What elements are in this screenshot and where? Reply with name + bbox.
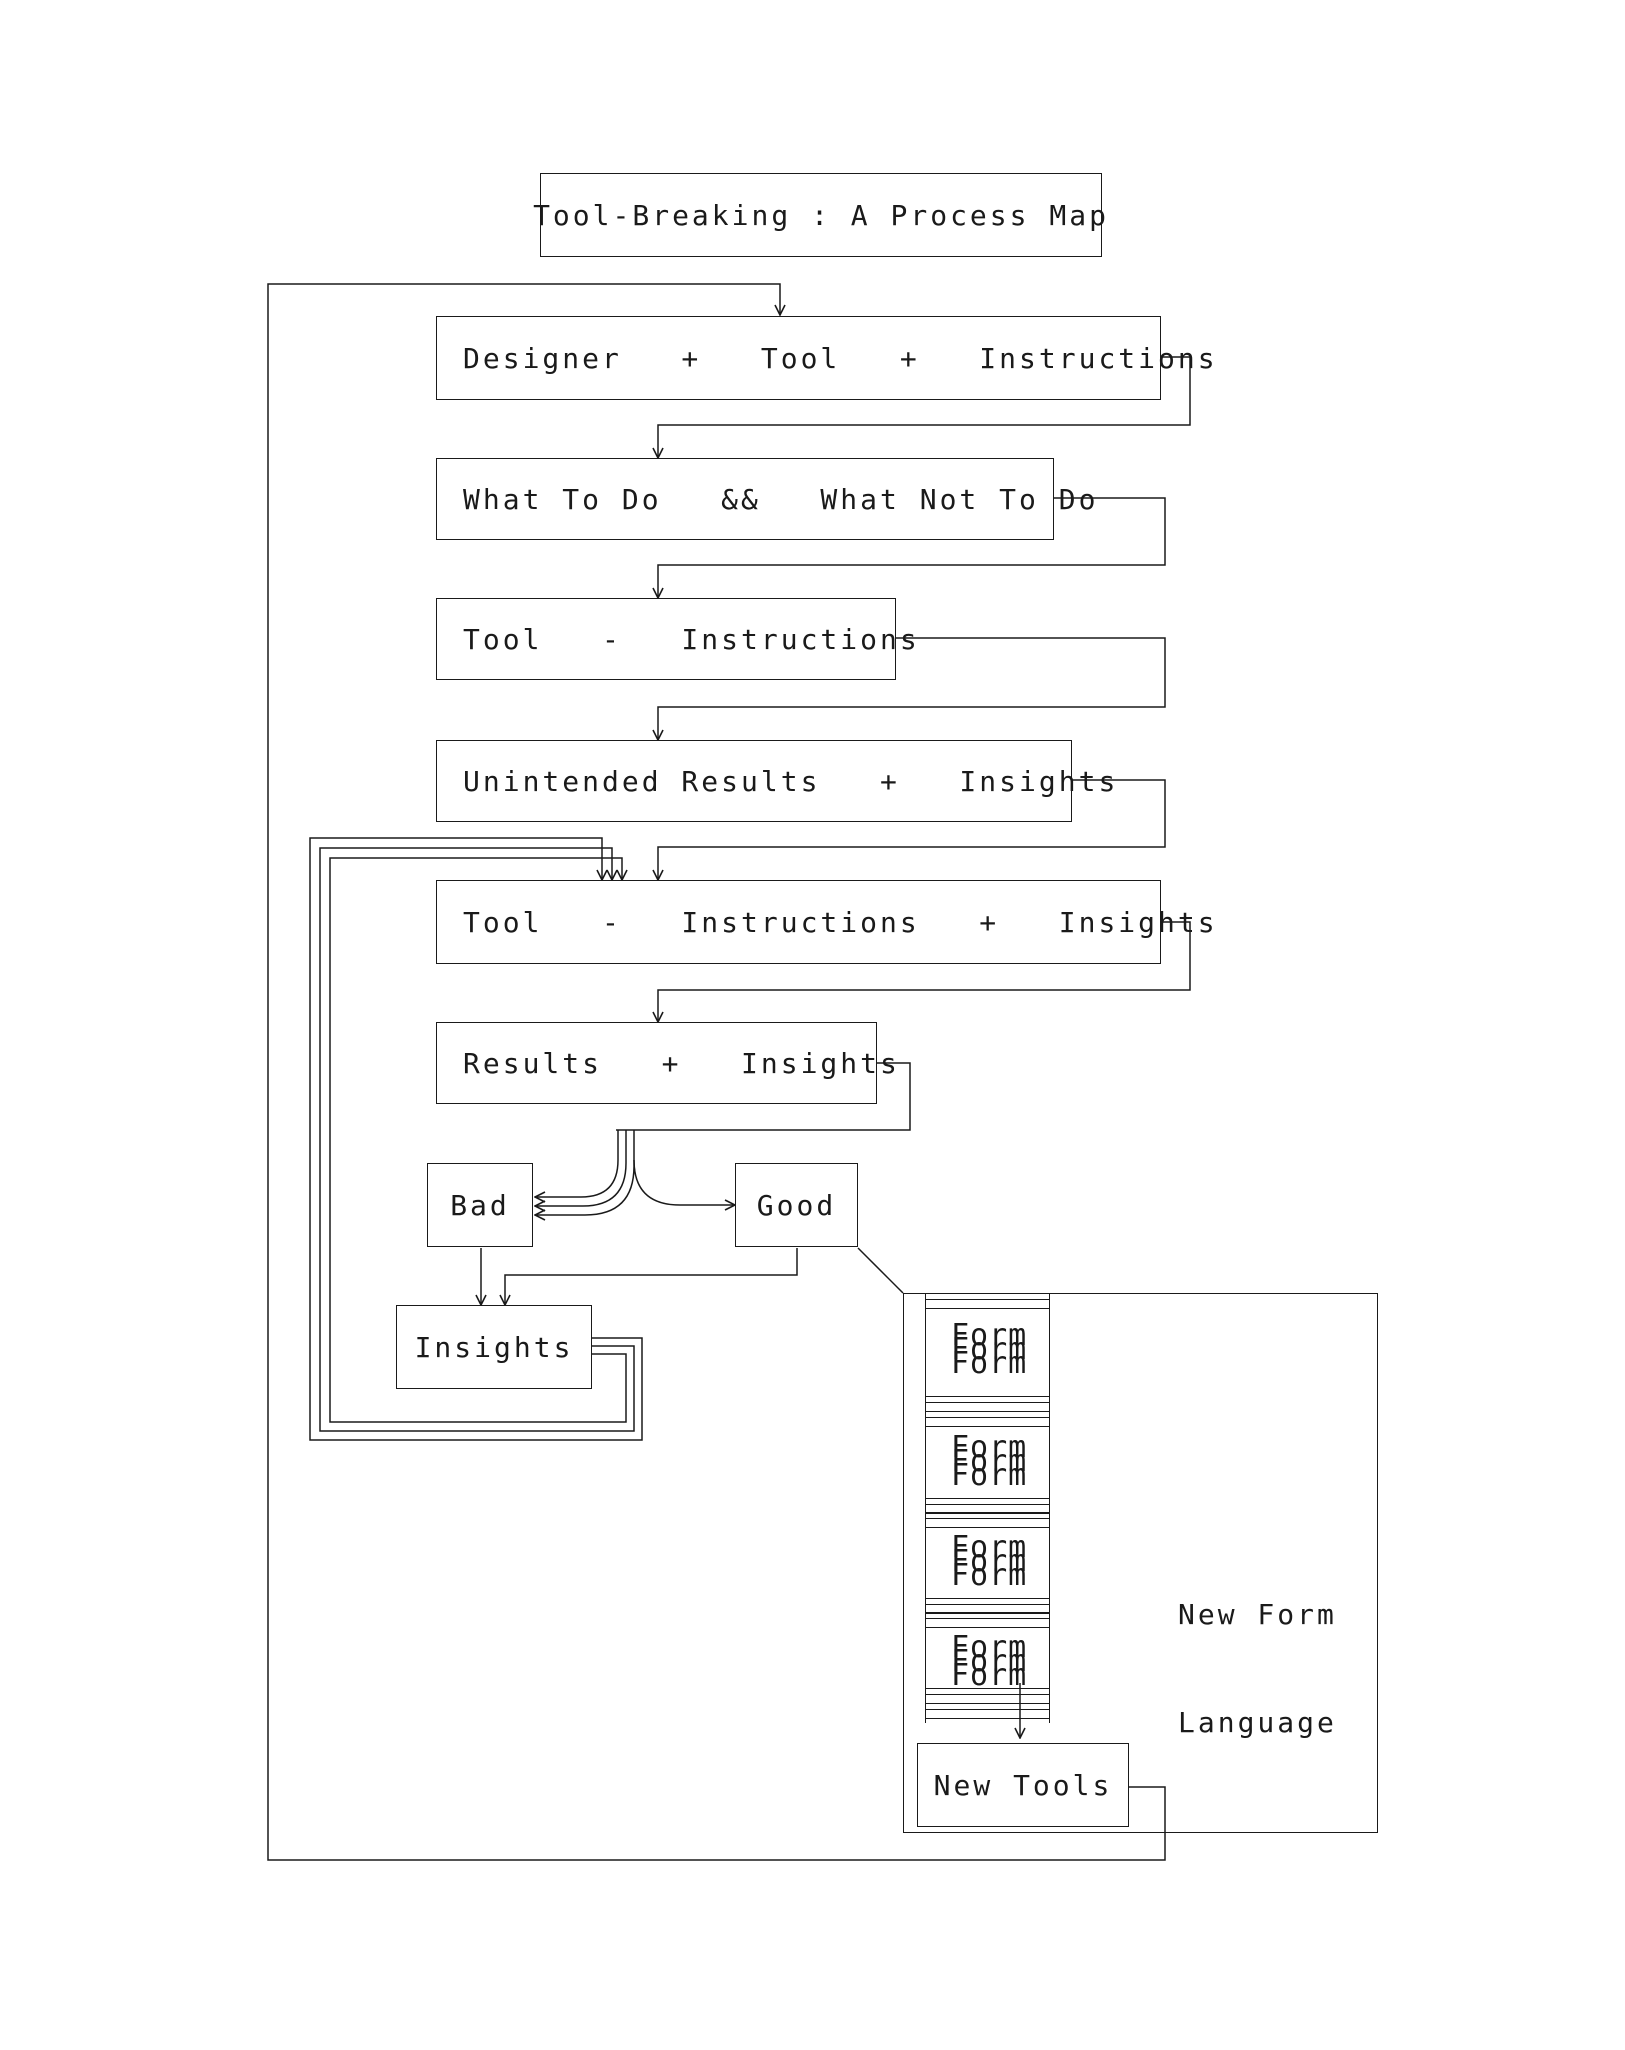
insights-loop-a xyxy=(309,837,643,1441)
step-unintended-results: Unintended Results + Insights xyxy=(436,740,1115,822)
step-tool-instructions-insights: Tool - Instructions + Insights xyxy=(436,880,1215,964)
branch-good xyxy=(633,1159,735,1205)
connector-1 xyxy=(658,356,1191,458)
form-word: Form xyxy=(951,1530,1028,1565)
form-stack-2: Form Form Form xyxy=(925,1433,1050,1508)
form-word: Form xyxy=(951,1644,1028,1679)
form-word: Form xyxy=(951,1332,1028,1367)
node-insights: Insights xyxy=(396,1305,592,1389)
form-word: Form xyxy=(951,1630,1028,1665)
form-stack-4: Form Form Form xyxy=(925,1633,1050,1708)
connector-6 xyxy=(616,1062,911,1131)
connector-4 xyxy=(658,779,1166,880)
connector-5 xyxy=(658,921,1191,1022)
branch-bad-c xyxy=(535,1130,635,1215)
connector-2 xyxy=(658,497,1166,598)
form-strip: Form Form Form Form Form Form Form Form … xyxy=(925,1293,1050,1723)
good-to-form-language xyxy=(857,1247,904,1294)
node-good: Good xyxy=(735,1163,858,1247)
form-word: Form xyxy=(951,1544,1028,1579)
insights-loop-c xyxy=(329,857,626,1423)
step-designer-tool-instructions: Designer + Tool + Instructions xyxy=(436,316,1215,400)
step-results-insights: Results + Insights xyxy=(436,1022,897,1104)
form-word: Form xyxy=(951,1318,1028,1353)
new-form-language-line1: New Form xyxy=(1178,1598,1337,1631)
step-what-to-do: What To Do && What Not To Do xyxy=(436,458,1095,540)
new-form-language-frame xyxy=(903,1293,1378,1833)
form-stack-3: Form Form Form xyxy=(925,1533,1050,1608)
form-word: Form xyxy=(951,1658,1028,1693)
new-form-language-line2: Language xyxy=(1178,1706,1337,1739)
form-word: Form xyxy=(951,1346,1028,1381)
form-word: Form xyxy=(951,1458,1028,1493)
node-bad: Bad xyxy=(427,1163,533,1247)
insights-loop-b xyxy=(319,847,635,1432)
loop-back-connector xyxy=(267,283,1166,1861)
new-form-language-label: New Form Language xyxy=(1178,1525,1337,1813)
form-word: Form xyxy=(951,1430,1028,1465)
node-new-tools: New Tools xyxy=(917,1743,1129,1827)
page-title: Tool-Breaking : A Process Map xyxy=(533,173,1106,257)
good-to-insights xyxy=(505,1248,798,1305)
form-word: Form xyxy=(951,1444,1028,1479)
form-word: Form xyxy=(951,1558,1028,1593)
step-tool-minus-instructions: Tool - Instructions xyxy=(436,598,917,680)
connector-3 xyxy=(658,637,1166,740)
branch-bad-a xyxy=(535,1130,619,1197)
branch-bad-b xyxy=(535,1130,627,1206)
form-stack-1: Form Form Form xyxy=(925,1321,1050,1396)
